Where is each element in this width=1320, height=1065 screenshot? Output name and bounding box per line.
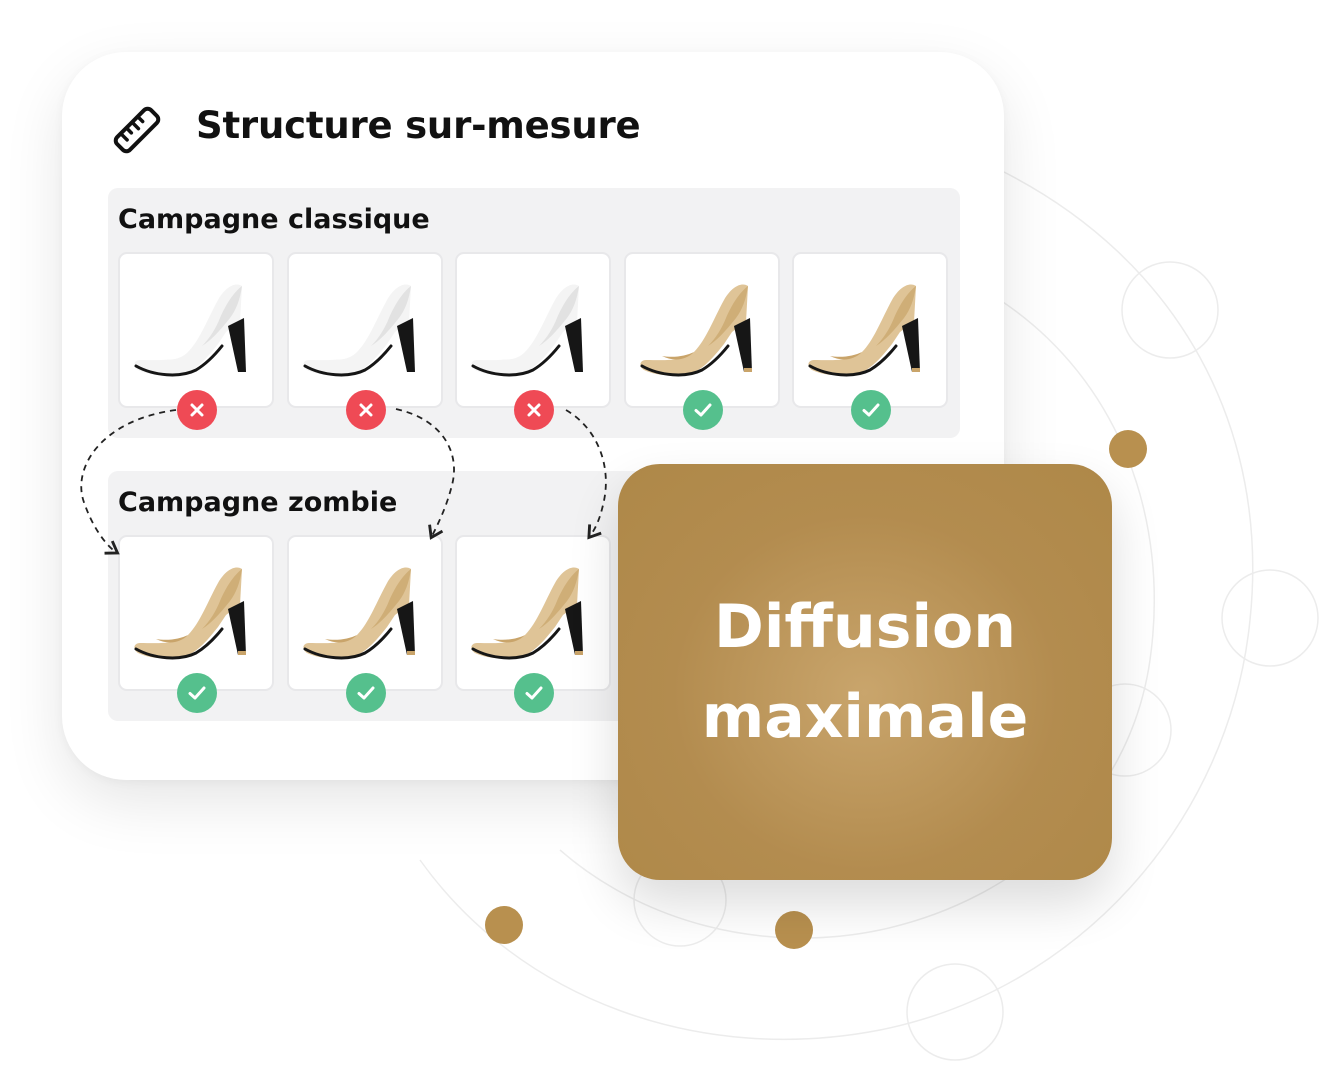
product-tile bbox=[118, 252, 274, 430]
product-tile bbox=[792, 252, 948, 430]
check-icon bbox=[525, 686, 543, 700]
high-heel-shoe-icon bbox=[808, 284, 920, 377]
high-heel-shoe-icon bbox=[134, 284, 246, 377]
title-icon-wrap bbox=[110, 102, 164, 158]
product-tile bbox=[455, 252, 611, 430]
ruler-icon bbox=[113, 106, 161, 154]
orbit-line bbox=[419, 169, 1254, 1041]
orbit-circle bbox=[1121, 261, 1219, 359]
rejected-badge bbox=[177, 390, 217, 430]
product-tile bbox=[623, 252, 780, 430]
high-heel-shoe-icon bbox=[134, 567, 246, 660]
highlight-box: Diffusion maximale bbox=[618, 464, 1112, 880]
orbit-circle bbox=[1221, 569, 1319, 667]
high-heel-shoe-icon bbox=[471, 567, 583, 660]
cross-icon bbox=[190, 403, 204, 417]
approved-badge bbox=[514, 673, 554, 713]
decor-dot bbox=[485, 906, 523, 944]
card-title: Structure sur-mesure bbox=[196, 104, 641, 147]
check-icon bbox=[357, 686, 374, 700]
product-tile bbox=[286, 535, 443, 713]
campaign-classic: Campagne classique bbox=[108, 188, 960, 438]
rejected-badge bbox=[345, 390, 386, 430]
approved-badge bbox=[682, 390, 723, 430]
orbit-circle bbox=[906, 963, 1004, 1061]
product-tile bbox=[455, 535, 611, 713]
check-icon bbox=[862, 403, 880, 417]
cross-icon bbox=[527, 403, 541, 417]
cross-icon bbox=[359, 403, 372, 417]
high-heel-shoe-icon bbox=[639, 284, 752, 377]
high-heel-shoe-icon bbox=[302, 284, 415, 377]
product-tile bbox=[286, 252, 443, 430]
approved-badge bbox=[345, 673, 386, 713]
rejected-badge bbox=[514, 390, 554, 430]
decor-dot bbox=[775, 911, 813, 949]
campaign-classic-title: Campagne classique bbox=[118, 204, 430, 235]
check-icon bbox=[188, 686, 206, 700]
product-tile bbox=[118, 535, 274, 713]
high-heel-shoe-icon bbox=[471, 284, 583, 377]
highlight-line-2: maximale bbox=[701, 682, 1029, 752]
high-heel-shoe-icon bbox=[302, 567, 415, 660]
campaign-zombie-title: Campagne zombie bbox=[118, 487, 398, 518]
approved-badge bbox=[851, 390, 891, 430]
decor-dot bbox=[1109, 430, 1147, 468]
check-icon bbox=[694, 403, 711, 417]
approved-badge bbox=[177, 673, 217, 713]
highlight-line-1: Diffusion bbox=[714, 592, 1016, 662]
